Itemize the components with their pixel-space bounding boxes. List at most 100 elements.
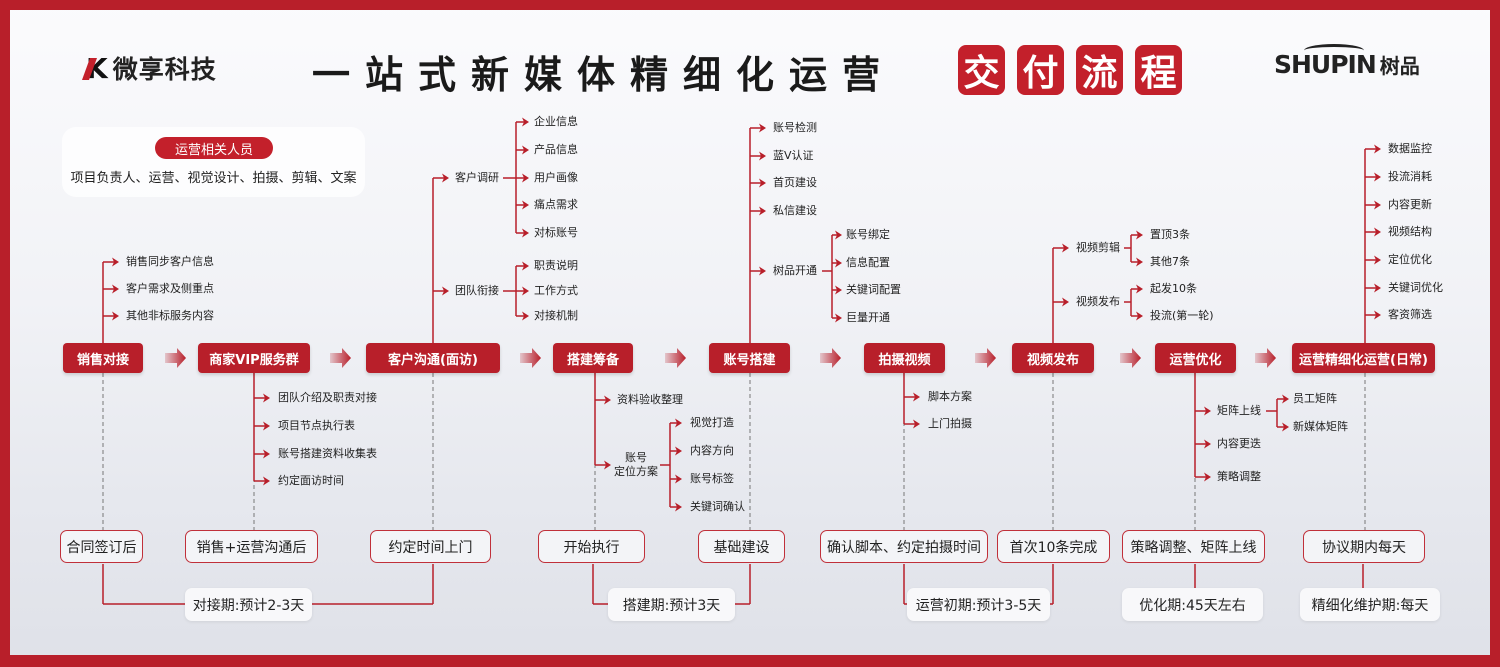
arrow-head-icon	[1204, 439, 1211, 449]
arrow-head-icon	[442, 286, 449, 296]
staff-label: 运营相关人员	[155, 137, 273, 159]
arrow-head-icon	[522, 228, 529, 238]
milestone: 策略调整、矩阵上线	[1122, 530, 1265, 563]
branch-item: 视频剪辑	[1076, 241, 1120, 254]
branch-item: 内容方向	[690, 444, 734, 457]
arrow-head-icon	[112, 311, 119, 321]
branch-item: 账号搭建资料收集表	[278, 447, 377, 460]
arrow-head-icon	[604, 395, 611, 405]
arrow-head-icon	[1374, 227, 1381, 237]
branch-item: 视频发布	[1076, 295, 1120, 308]
branch-item: 投流消耗	[1388, 170, 1432, 183]
arrow-head-icon	[1374, 144, 1381, 154]
branch-item: 对接机制	[534, 309, 578, 322]
branch-item: 新媒体矩阵	[1293, 420, 1348, 433]
arrow-head-icon	[604, 460, 611, 470]
period-badge: 精细化维护期:每天	[1300, 588, 1440, 621]
arrow-head-icon	[1136, 230, 1143, 240]
milestone: 开始执行	[538, 530, 645, 563]
branch-item: 其他7条	[1150, 255, 1190, 268]
arrow-head-icon	[1136, 257, 1143, 267]
arrow-head-icon	[675, 418, 682, 428]
branch-item: 蓝V认证	[773, 149, 814, 162]
step-vip-group: 商家VIP服务群	[198, 343, 310, 373]
arrow-head-icon	[1374, 255, 1381, 265]
arrow-head-icon	[835, 313, 842, 323]
step-arrow-icon	[820, 348, 841, 368]
arrow-head-icon	[759, 123, 766, 133]
arrow-head-icon	[442, 173, 449, 183]
milestone: 约定时间上门	[370, 530, 491, 563]
arrow-head-icon	[263, 449, 270, 459]
arrow-head-icon	[835, 285, 842, 295]
step-build-prep: 搭建筹备	[553, 343, 633, 373]
arrow-head-icon	[1204, 472, 1211, 482]
milestone: 首次10条完成	[997, 530, 1110, 563]
branch-item: 账号标签	[690, 472, 734, 485]
branch-item: 关键词优化	[1388, 281, 1443, 294]
branch-item: 对标账号	[534, 226, 578, 239]
step-sales-handoff: 销售对接	[63, 343, 143, 373]
arrow-head-icon	[835, 258, 842, 268]
branch-item: 职责说明	[534, 259, 578, 272]
brand-name-right-en: SHUPIN	[1274, 44, 1377, 79]
branch-item: 起发10条	[1150, 282, 1197, 295]
arrow-head-icon	[522, 261, 529, 271]
staff-members: 项目负责人、运营、视觉设计、拍摄、剪辑、文案	[70, 171, 357, 186]
arrow-head-icon	[522, 200, 529, 210]
step-arrow-icon	[1255, 348, 1276, 368]
step-daily-ops: 运营精细化运营(日常)	[1292, 343, 1435, 373]
branch-item: 投流(第一轮)	[1150, 309, 1214, 322]
title-highlight-char: 交	[958, 45, 1005, 95]
milestone: 协议期内每天	[1303, 530, 1425, 563]
step-arrow-icon	[665, 348, 686, 368]
step-video-shoot: 拍摄视频	[864, 343, 945, 373]
brand-name-left: 微享科技	[112, 55, 217, 84]
arrow-head-icon	[1374, 172, 1381, 182]
arrow-head-icon	[1136, 284, 1143, 294]
branch-item: 员工矩阵	[1293, 392, 1337, 405]
period-badge: 搭建期:预计3天	[608, 588, 735, 621]
arrow-head-icon	[759, 206, 766, 216]
arrow-head-icon	[913, 419, 920, 429]
arrow-head-icon	[112, 257, 119, 267]
brand-mark-icon: K	[86, 51, 109, 85]
branch-item: 账号检测	[773, 121, 817, 134]
page-title: 一站式新媒体精细化运营	[312, 53, 896, 97]
arrow-head-icon	[263, 421, 270, 431]
arrow-head-icon	[759, 151, 766, 161]
branch-item: 痛点需求	[534, 198, 578, 211]
step-arrow-icon	[165, 348, 186, 368]
brand-name-right-cn: 树品	[1379, 54, 1420, 78]
arrow-head-icon	[522, 117, 529, 127]
arrow-head-icon	[522, 145, 529, 155]
branch-item: 团队衔接	[455, 284, 499, 297]
branch-item: 账号绑定	[846, 228, 890, 241]
branch-item: 置顶3条	[1150, 228, 1190, 241]
arrow-head-icon	[522, 173, 529, 183]
title-highlight-char: 流	[1076, 45, 1123, 95]
branch-item: 巨量开通	[846, 311, 890, 324]
branch-item: 资料验收整理	[617, 393, 683, 406]
branch-item: 内容更迭	[1217, 437, 1261, 450]
milestone: 合同签订后	[60, 530, 143, 563]
step-arrow-icon	[1120, 348, 1141, 368]
milestone: 销售+运营沟通后	[185, 530, 318, 563]
period-badge: 优化期:45天左右	[1122, 588, 1263, 621]
branch-item: 用户画像	[534, 171, 578, 184]
arrow-head-icon	[675, 502, 682, 512]
arrow-head-icon	[759, 266, 766, 276]
title-highlight: 交 付 流 程	[958, 45, 1182, 95]
branch-item: 约定面访时间	[278, 474, 344, 487]
step-client-visit: 客户沟通(面访)	[366, 343, 500, 373]
title-highlight-char: 付	[1017, 45, 1064, 95]
arrow-head-icon	[522, 286, 529, 296]
arrow-head-icon	[522, 311, 529, 321]
arrow-head-icon	[1062, 243, 1069, 253]
branch-item: 客户需求及侧重点	[126, 282, 214, 295]
arrow-head-icon	[112, 284, 119, 294]
branch-item: 私信建设	[773, 204, 817, 217]
brand-logo-right: SHUPIN 树品	[1274, 44, 1420, 79]
branch-item: 团队介绍及职责对接	[278, 391, 377, 404]
